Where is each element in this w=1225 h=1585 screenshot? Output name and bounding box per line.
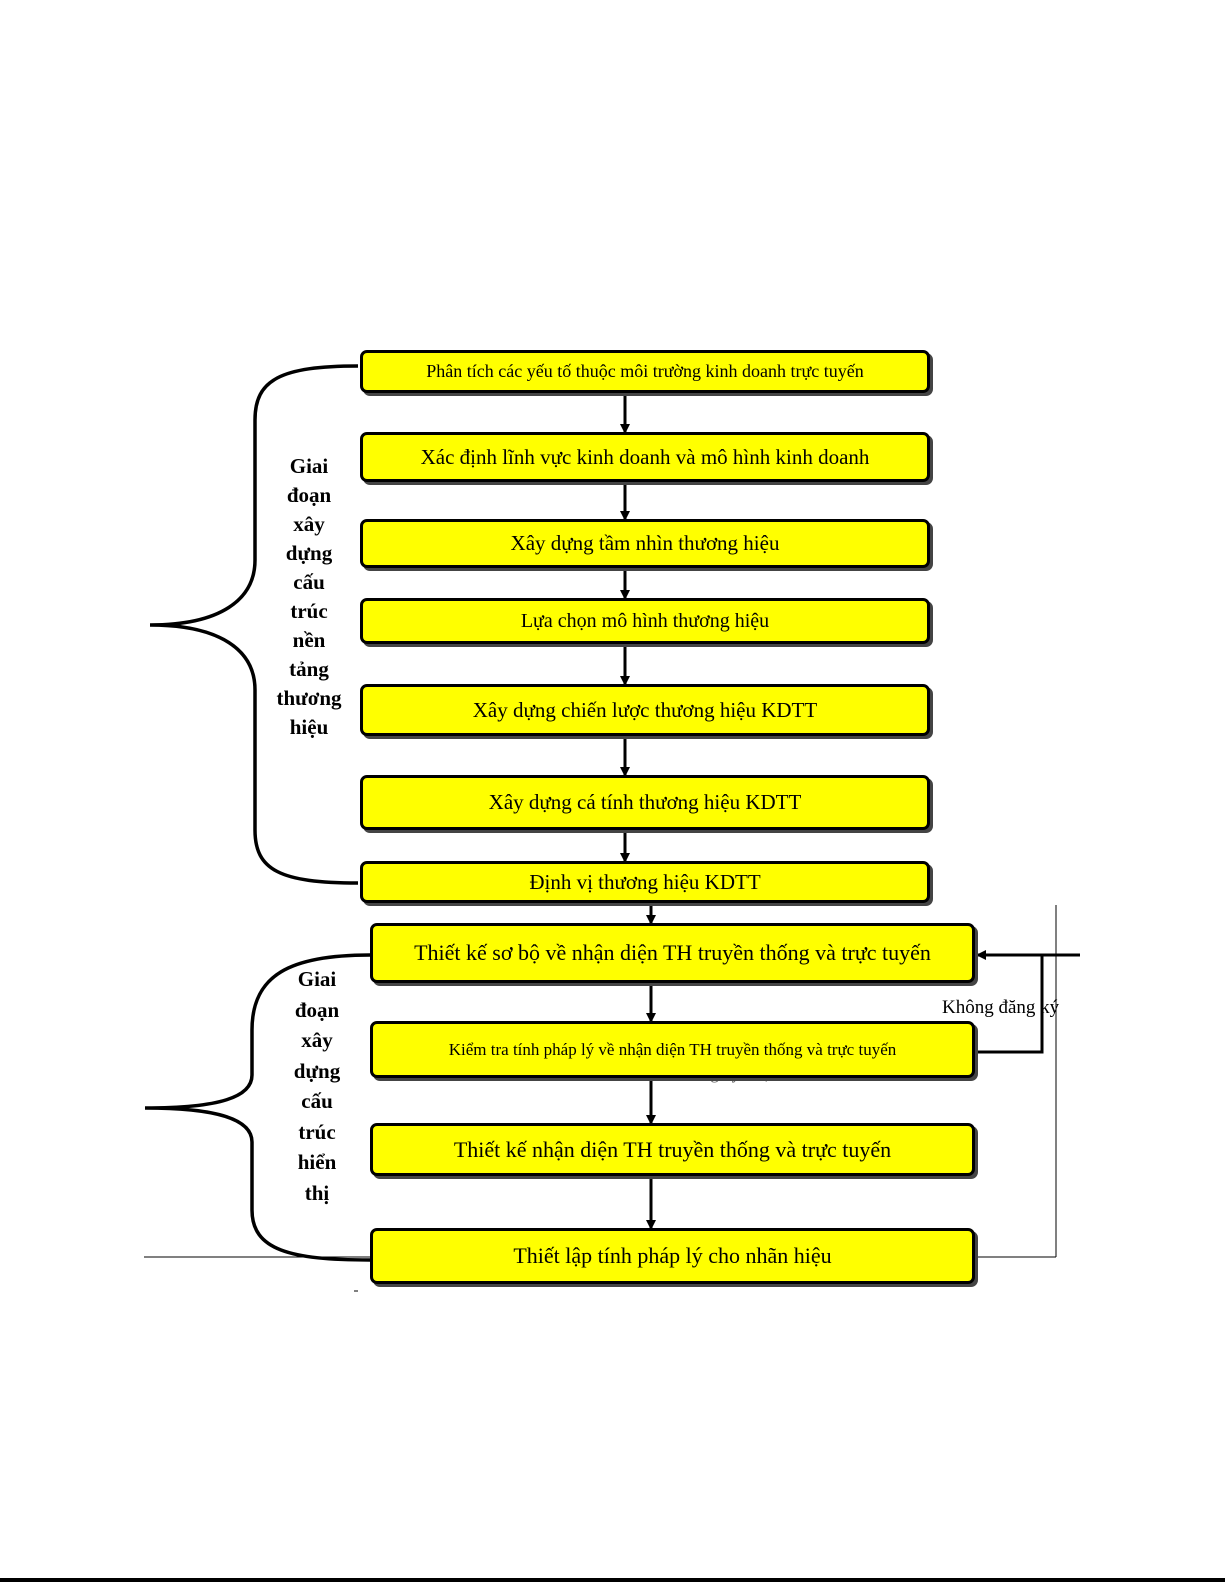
phase-label-line: xây: [301, 1028, 333, 1052]
step-label: Xác định lĩnh vực kinh doanh và mô hình …: [420, 444, 870, 469]
phase-label-line: trúc: [290, 599, 328, 623]
phase-label-line: hiển: [297, 1150, 337, 1174]
phase-label-line: đoạn: [286, 483, 332, 507]
phase-label-line: cấu: [293, 570, 325, 594]
step-7-brand-positioning: Định vị thương hiệu KDTT: [360, 861, 930, 903]
brace-phase-1: [149, 364, 359, 885]
page-bottom-rule: [0, 1578, 1225, 1582]
step-1-analyze-environment: Phân tích các yếu tố thuộc môi trường ki…: [360, 350, 930, 393]
step-5-brand-strategy: Xây dựng chiến lược thương hiệu KDTT: [360, 684, 930, 736]
phase-label-line: dựng: [285, 541, 333, 565]
phase-label-line: cấu: [301, 1089, 333, 1113]
step-label: Phân tích các yếu tố thuộc môi trường ki…: [426, 361, 864, 381]
brace-phase-2: [144, 953, 371, 1262]
step-11-trademark-legal: Thiết lập tính pháp lý cho nhãn hiệu: [370, 1228, 975, 1284]
phase-label-line: tảng: [289, 657, 329, 681]
phase-label-line: nền: [292, 628, 326, 652]
phase-label-display: Giai đoạn xây dựng cấu trúc hiển thị: [272, 964, 362, 1208]
phase-label-line: thương: [276, 686, 342, 710]
step-8-preliminary-identity-design: Thiết kế sơ bộ về nhận diện TH truyền th…: [370, 923, 975, 983]
step-9-legal-check: Kiểm tra tính pháp lý về nhận diện TH tr…: [370, 1021, 975, 1078]
step-label: Định vị thương hiệu KDTT: [529, 869, 761, 894]
loop-connector: [975, 953, 1080, 1054]
step-2-business-model: Xác định lĩnh vực kinh doanh và mô hình …: [360, 432, 930, 482]
phase-label-line: đoạn: [294, 997, 340, 1022]
step-label: Thiết kế sơ bộ về nhận diện TH truyền th…: [414, 940, 931, 965]
step-4-brand-model: Lựa chọn mô hình thương hiệu: [360, 598, 930, 644]
phase-label-line: hiệu: [289, 715, 329, 739]
phase-label-line: Giai: [289, 454, 329, 478]
phase-label-line: dựng: [293, 1058, 341, 1083]
step-label: Kiểm tra tính pháp lý về nhận diện TH tr…: [448, 1039, 897, 1059]
step-6-brand-personality: Xây dựng cá tính thương hiệu KDTT: [360, 775, 930, 830]
phase-label-foundation: Giai đoạn xây dựng cấu trúc nền tảng thương hiệu: [264, 452, 354, 742]
step-3-brand-vision: Xây dựng tầm nhìn thương hiệu: [360, 519, 930, 568]
phase-label-line: Giai: [297, 967, 337, 991]
step-label: Thiết lập tính pháp lý cho nhãn hiệu: [513, 1243, 832, 1268]
step-10-identity-design: Thiết kế nhận diện TH truyền thống và tr…: [370, 1123, 975, 1176]
phase-label-line: xây: [293, 512, 325, 536]
step-label: Thiết kế nhận diện TH truyền thống và tr…: [453, 1136, 892, 1162]
step-label: Xây dựng tầm nhìn thương hiệu: [510, 531, 780, 555]
step-label: Lựa chọn mô hình thương hiệu: [520, 609, 770, 632]
step-label: Xây dựng chiến lược thương hiệu KDTT: [472, 697, 818, 722]
step-label: Xây dựng cá tính thương hiệu KDTT: [488, 790, 802, 814]
phase-label-line: thị: [304, 1180, 330, 1205]
phase-label-line: trúc: [298, 1119, 336, 1144]
loop-label: Không đăng ký: [942, 997, 1060, 1018]
